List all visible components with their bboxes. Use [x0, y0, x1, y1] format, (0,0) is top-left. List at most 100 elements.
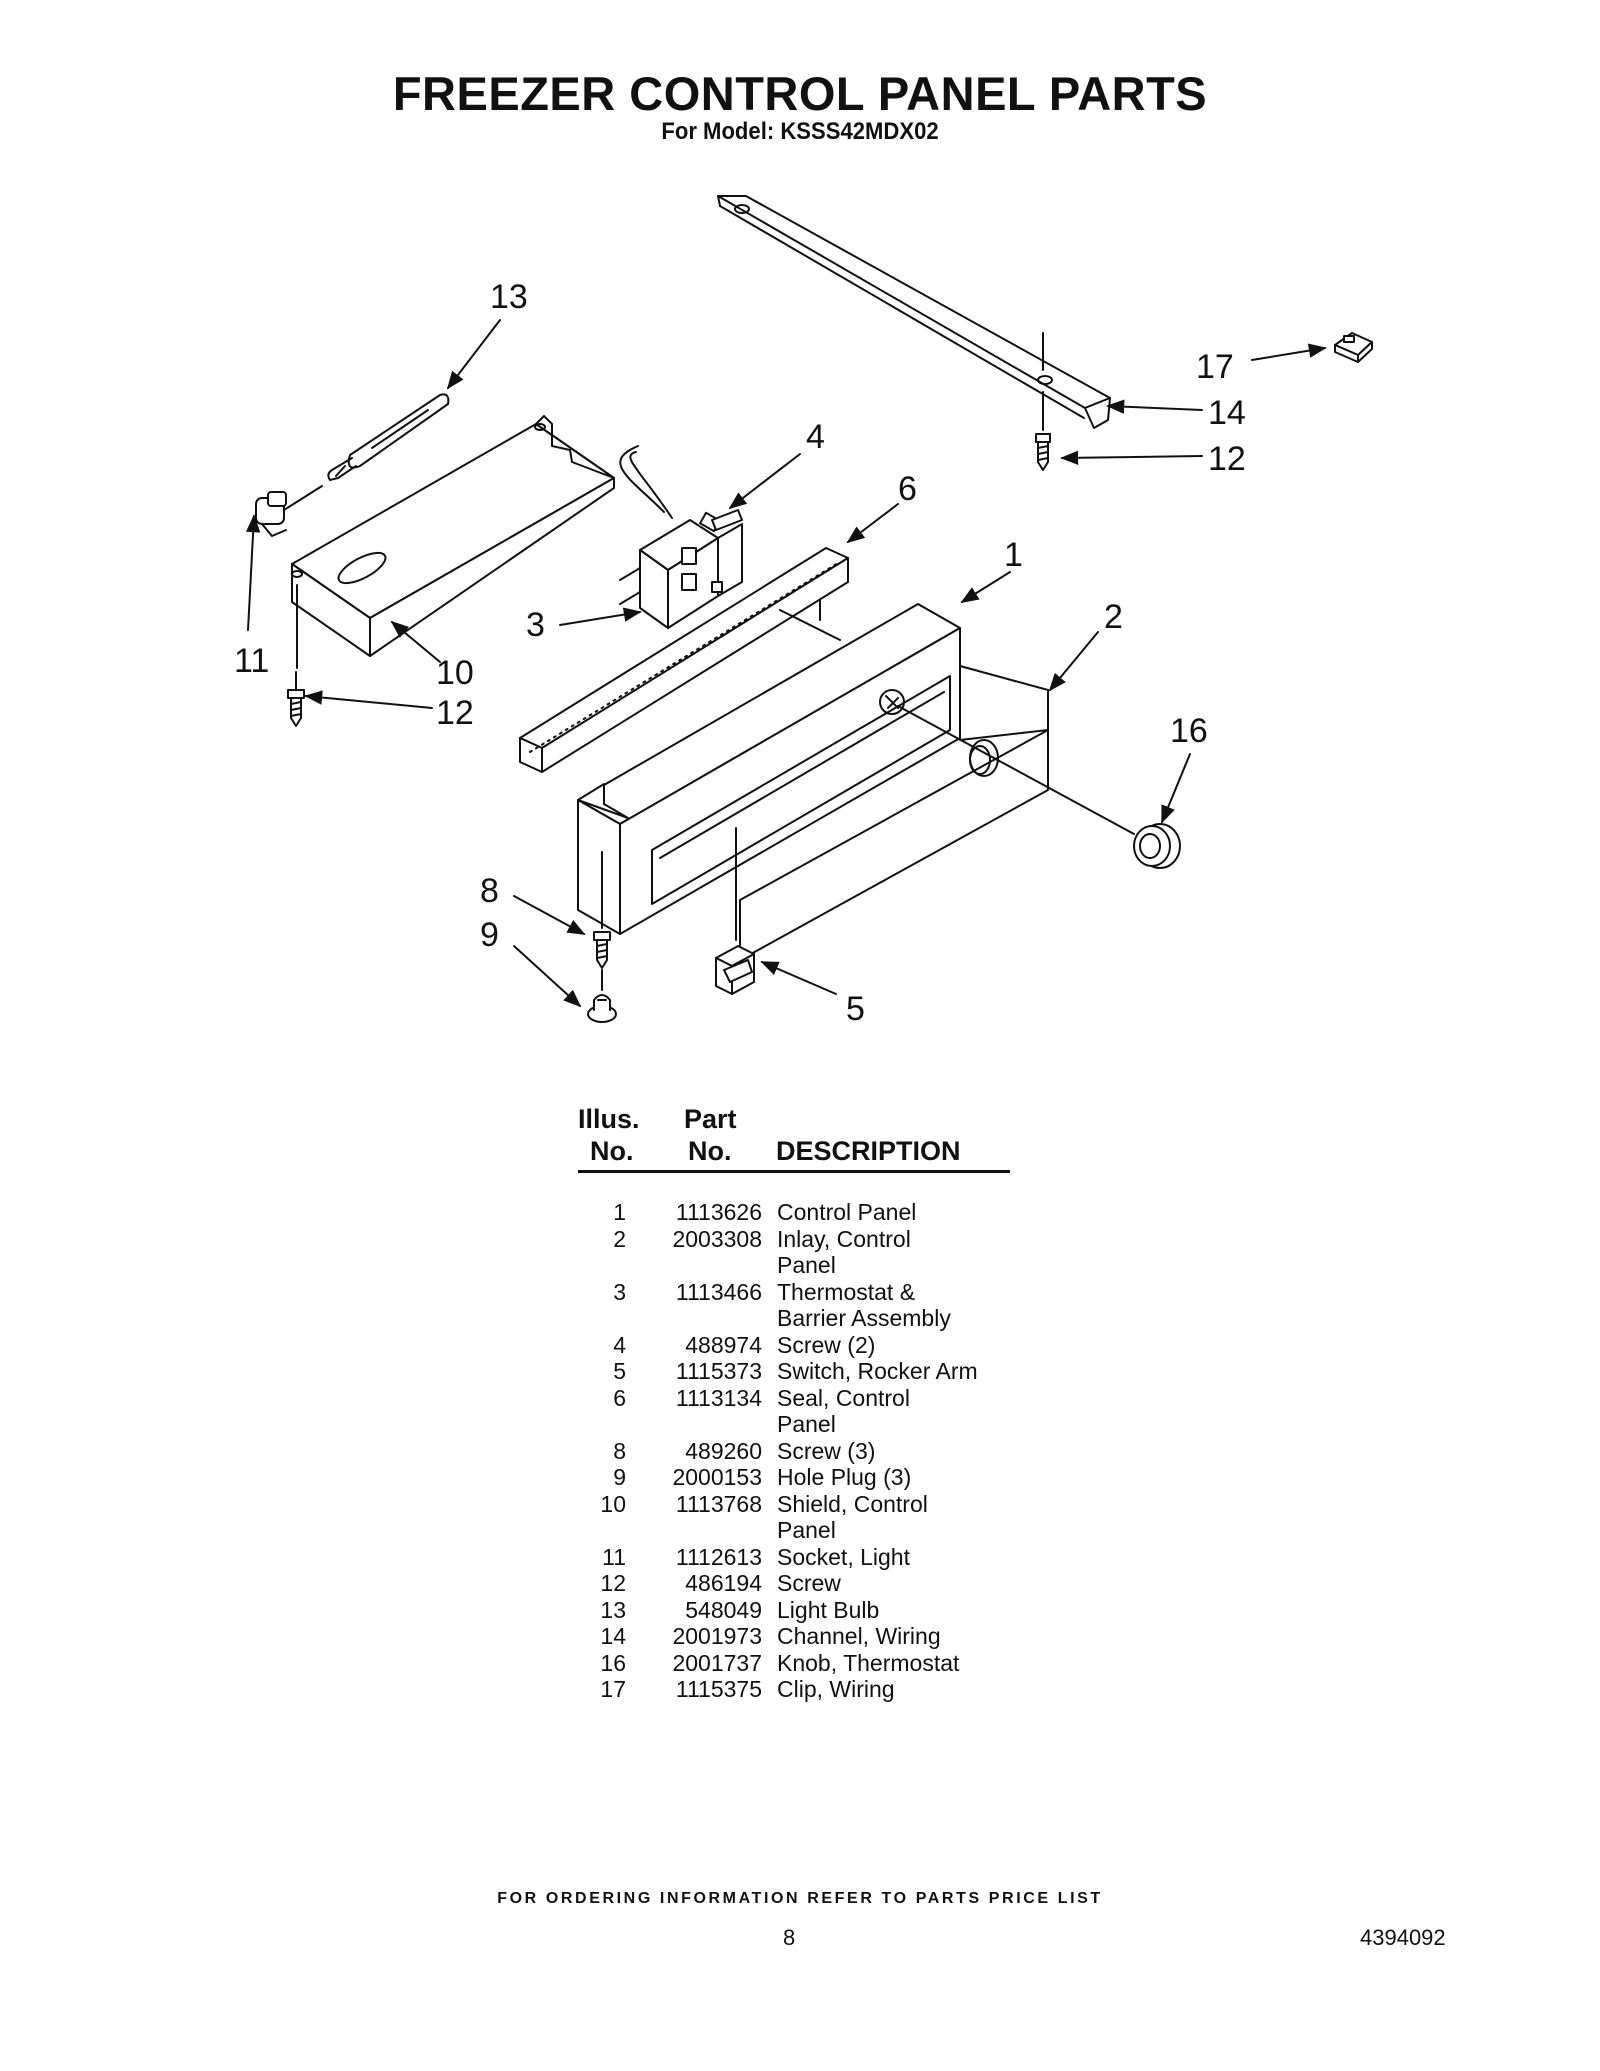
part-description: Screw (2): [777, 1331, 876, 1358]
header-part-line1: Part: [684, 1104, 737, 1134]
part-number: 1113626: [675, 1199, 762, 1225]
part-number: 486194: [685, 1570, 762, 1596]
part-number: 1112613: [675, 1543, 762, 1570]
header-part-line2: No.: [688, 1136, 732, 1166]
callout-11: 11: [234, 642, 269, 680]
part-description: Inlay, Control Panel: [777, 1225, 911, 1279]
table-row: 5 1115373 Switch, Rocker Arm: [578, 1358, 1017, 1385]
table-row: 9 2000153 Hole Plug (3): [578, 1464, 1017, 1491]
thermostat-knob-part-16: [897, 705, 1181, 869]
table-row: 1 1113626 Control Panel: [578, 1199, 1017, 1226]
callout-13: 13: [490, 278, 528, 316]
part-number: 1113466: [675, 1278, 762, 1305]
table-row: 11 1112613 Socket, Light: [578, 1544, 1017, 1571]
screw-part-8: [593, 851, 611, 991]
callout-2: 2: [1104, 598, 1123, 636]
illus-number: 10: [600, 1490, 626, 1517]
part-description: Channel, Wiring: [777, 1623, 941, 1649]
part-number: 1115375: [675, 1676, 762, 1702]
page-number: 8: [783, 1925, 796, 1950]
control-panel-part-1: [577, 599, 961, 935]
callout-leader-lines: [245, 319, 1327, 1008]
header-illus-line1: Illus.: [578, 1104, 640, 1134]
callout-4: 4: [806, 418, 825, 456]
header-illus-line2: No.: [590, 1136, 634, 1166]
illus-number: 14: [600, 1623, 626, 1649]
table-row: 8 489260 Screw (3): [578, 1438, 1017, 1465]
callout-14: 14: [1208, 394, 1246, 432]
part-number: 1113134: [675, 1384, 762, 1411]
part-description: Screw (3): [777, 1437, 876, 1464]
light-socket-part-11: [255, 485, 323, 537]
part-description: Seal, Control Panel: [777, 1384, 910, 1438]
illus-number: 17: [600, 1676, 626, 1702]
callout-numbers: 13 17 14 12 4 6 1 2 3 11 10 12 16 8 9 5: [234, 278, 1246, 1028]
part-description: Light Bulb: [777, 1596, 880, 1623]
callout-6: 6: [898, 470, 917, 508]
part-description: Socket, Light: [777, 1543, 910, 1570]
table-row: 13 548049 Light Bulb: [578, 1597, 1017, 1624]
illus-number: 4: [613, 1331, 626, 1358]
illus-number: 11: [602, 1543, 626, 1570]
shield-part-10: [291, 415, 615, 669]
illus-number: 9: [613, 1464, 626, 1490]
part-number: 2001737: [672, 1649, 762, 1676]
part-description: Shield, Control Panel: [777, 1490, 928, 1544]
callout-9: 9: [480, 916, 499, 954]
screw-part-12-right: [1035, 433, 1051, 471]
screw-part-12-left: [287, 671, 305, 727]
ordering-note: FOR ORDERING INFORMATION REFER TO PARTS …: [497, 1890, 1103, 1907]
table-row: 10 1113768 Shield, Control Panel: [578, 1491, 1017, 1544]
seal-part-6: [519, 547, 849, 773]
illus-number: 16: [600, 1649, 626, 1676]
part-number: 2003308: [672, 1225, 762, 1252]
exploded-parts-diagram: 13 17 14 12 4 6 1 2 3 11 10 12 16 8 9 5: [234, 195, 1373, 1028]
callout-12: 12: [436, 694, 474, 732]
model-subtitle: For Model: KSSS42MDX02: [661, 118, 939, 145]
part-number: 2000153: [672, 1464, 762, 1490]
callout-1: 1: [1004, 536, 1023, 574]
part-number: 2001973: [672, 1623, 762, 1649]
header-description: DESCRIPTION: [776, 1136, 961, 1166]
part-number: 548049: [685, 1596, 762, 1623]
table-row: 3 1113466 Thermostat & Barrier Assembly: [578, 1279, 1017, 1332]
table-row: 14 2001973 Channel, Wiring: [578, 1623, 1017, 1650]
illus-number: 3: [613, 1278, 626, 1305]
parts-table-body: 1 1113626 Control Panel 2 2003308 Inlay, Cont…: [578, 1199, 1017, 1703]
callout-5: 5: [846, 990, 865, 1028]
thermostat-assembly-part-3: [619, 445, 743, 629]
light-bulb-part-13: [327, 393, 450, 481]
parts-table: Illus. No. Part No. DESCRIPTION 1 1113626…: [578, 1104, 1017, 1703]
illus-number: 5: [613, 1358, 626, 1384]
page-title: FREEZER CONTROL PANEL PARTS: [392, 67, 1208, 120]
part-description: Switch, Rocker Arm: [777, 1358, 978, 1384]
illus-number: 13: [600, 1596, 626, 1623]
illus-number: 2: [613, 1225, 626, 1252]
rocker-switch-part-5: [715, 827, 755, 995]
illus-number: 8: [613, 1437, 626, 1464]
callout-17: 17: [1196, 348, 1234, 386]
part-description: Screw: [777, 1570, 841, 1596]
part-description: Thermostat & Barrier Assembly: [777, 1278, 951, 1332]
screw-part-4: [699, 509, 743, 533]
part-description: Hole Plug (3): [777, 1464, 912, 1490]
callout-16: 16: [1170, 712, 1208, 750]
callout-8: 8: [480, 872, 499, 910]
illus-number: 6: [613, 1384, 626, 1411]
wiring-clip-part-17: [1334, 332, 1373, 363]
callout-10: 10: [436, 654, 474, 692]
callout-3: 3: [526, 606, 545, 644]
part-number: 1113768: [675, 1490, 762, 1517]
document-number: 4394092: [1360, 1925, 1446, 1950]
part-description: Control Panel: [777, 1199, 917, 1225]
illus-number: 1: [613, 1199, 626, 1225]
hole-plug-part-9: [587, 994, 617, 1023]
part-number: 1115373: [675, 1358, 762, 1384]
callout-12: 12: [1208, 440, 1246, 478]
table-row: 2 2003308 Inlay, Control Panel: [578, 1226, 1017, 1279]
inlay-part-2: [739, 665, 1049, 961]
part-number: 489260: [685, 1437, 762, 1464]
